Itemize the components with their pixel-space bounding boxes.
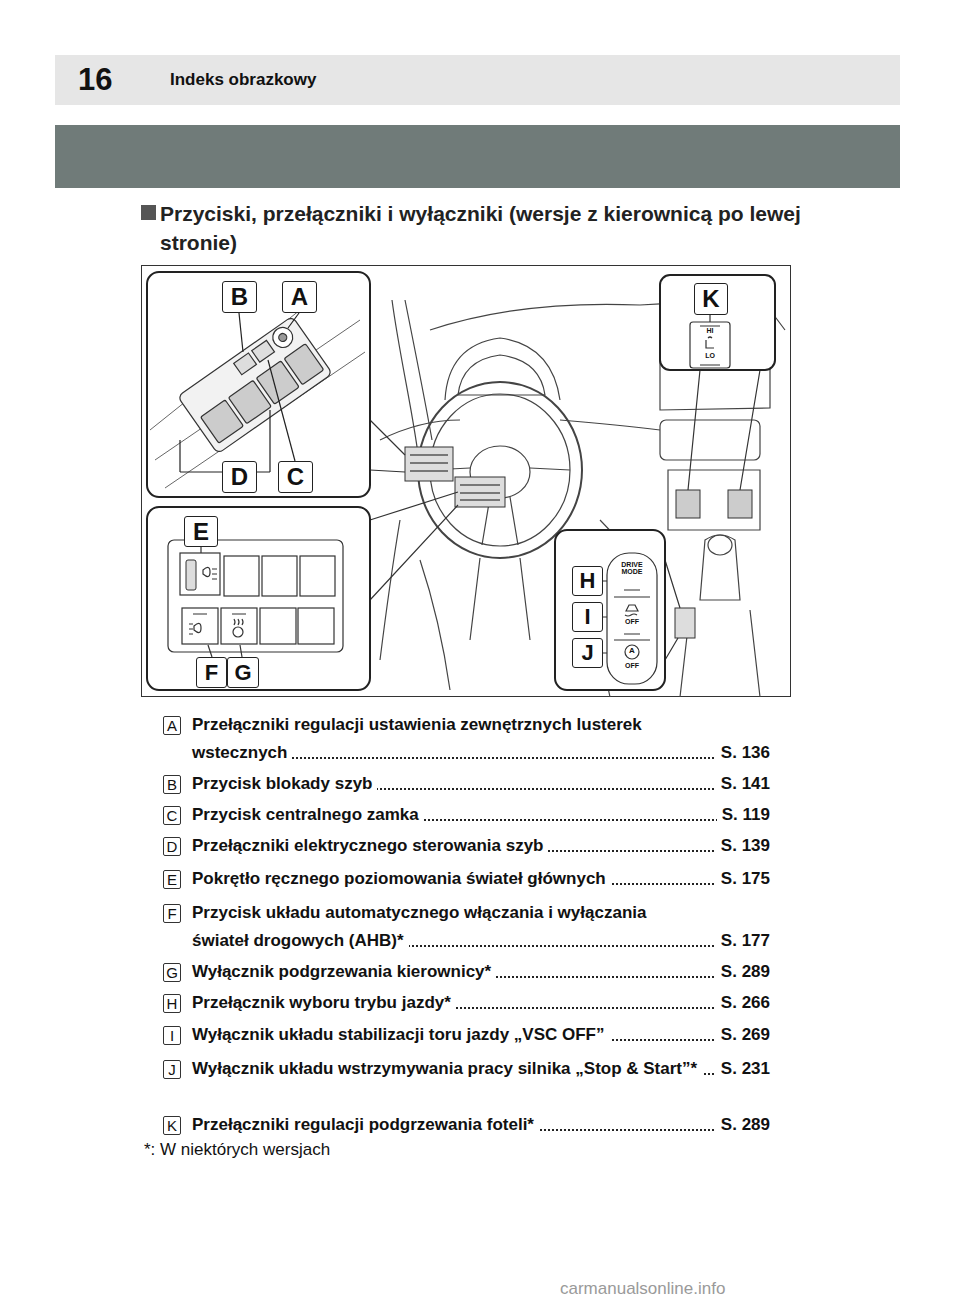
callout-letter: A bbox=[291, 285, 308, 309]
callout-letter: H bbox=[167, 996, 178, 1011]
callout-letter: G bbox=[234, 662, 251, 684]
callout-letter-box: A bbox=[282, 281, 317, 313]
callout-letter: K bbox=[702, 287, 719, 311]
callout-letter: K bbox=[167, 1118, 177, 1133]
list-letter-box: J bbox=[163, 1060, 181, 1079]
callout-letter: F bbox=[205, 662, 218, 684]
callout-letter: G bbox=[166, 965, 178, 980]
list-row: Przycisk układu automatycznego włączania… bbox=[192, 899, 770, 955]
callout-letter-box: K bbox=[694, 283, 728, 315]
button-text: OFF bbox=[625, 662, 639, 669]
callout-letter-box: I bbox=[572, 602, 603, 632]
page-reference: S. 119 bbox=[717, 801, 770, 829]
callout-letter: D bbox=[231, 465, 248, 489]
switch-text: HI bbox=[707, 327, 714, 334]
callout-letter: E bbox=[167, 872, 177, 887]
item-description: Przycisk centralnego zamka bbox=[192, 805, 424, 824]
running-header: Indeks obrazkowy bbox=[170, 71, 316, 89]
footnote: *: W niektórych wersjach bbox=[144, 1141, 330, 1159]
callout-letter: E bbox=[193, 520, 209, 544]
callout-letter: F bbox=[167, 906, 176, 921]
callout-letter-box: E bbox=[184, 516, 218, 547]
callout-letter: B bbox=[231, 285, 248, 309]
button-text: OFF bbox=[625, 618, 639, 625]
list-letter-box: C bbox=[163, 806, 181, 825]
section-title: Przyciski, przełączniki i wyłączniki (we… bbox=[160, 199, 820, 257]
page-reference: S. 289 bbox=[716, 1111, 770, 1139]
callout-letter: I bbox=[584, 606, 590, 628]
list-row: Przełączniki regulacji podgrzewania fote… bbox=[192, 1111, 770, 1139]
list-row: Przycisk blokady szyb S. 141 bbox=[192, 770, 770, 798]
callout-letter: C bbox=[167, 808, 178, 823]
page-reference: S. 136 bbox=[716, 739, 770, 767]
page-reference: S. 289 bbox=[716, 958, 770, 986]
callout-letter-box: D bbox=[222, 461, 257, 493]
item-description: Wyłącznik układu wstrzymywania pracy sil… bbox=[192, 1059, 702, 1078]
list-row: Wyłącznik układu stabilizacji toru jazdy… bbox=[192, 1021, 770, 1049]
list-letter-box: F bbox=[163, 904, 181, 923]
page-reference: S. 175 bbox=[716, 865, 770, 893]
callout-letter: C bbox=[287, 465, 304, 489]
list-row: Przycisk centralnego zamka S. 119 bbox=[192, 801, 770, 829]
list-letter-box: I bbox=[163, 1026, 181, 1045]
callout-letter-box: B bbox=[222, 281, 257, 313]
list-letter-box: K bbox=[163, 1116, 181, 1135]
callout-letter: D bbox=[167, 839, 178, 854]
callout-letter: J bbox=[581, 642, 593, 664]
callout-letter: B bbox=[167, 777, 177, 792]
callout-letter-box: F bbox=[196, 657, 227, 688]
switch-text: LO bbox=[705, 352, 715, 359]
callout-letter-box: H bbox=[572, 566, 603, 596]
list-letter-box: H bbox=[163, 994, 181, 1013]
list-letter-box: E bbox=[163, 870, 181, 889]
list-letter-box: B bbox=[163, 775, 181, 794]
item-description: Pokrętło ręcznego poziomowania świateł g… bbox=[192, 869, 611, 888]
button-text: DRIVE MODE bbox=[615, 561, 649, 576]
watermark: carmanualsonline.info bbox=[560, 1280, 725, 1298]
item-description: Wyłącznik podgrzewania kierownicy* bbox=[192, 962, 496, 981]
item-description: Przełączniki regulacji podgrzewania fote… bbox=[192, 1115, 539, 1134]
callout-letter-box: J bbox=[572, 638, 603, 668]
item-description: Przełączniki regulacji ustawienia zewnęt… bbox=[192, 715, 642, 762]
item-description: Przełącznik wyboru trybu jazdy* bbox=[192, 993, 456, 1012]
list-row: Przełączniki regulacji ustawienia zewnęt… bbox=[192, 711, 770, 767]
list-row: Przełączniki elektrycznego sterowania sz… bbox=[192, 832, 770, 860]
page-reference: S. 139 bbox=[716, 832, 770, 860]
callout-letter-box: C bbox=[278, 461, 313, 493]
page-reference: S. 266 bbox=[716, 989, 770, 1017]
list-row: Wyłącznik podgrzewania kierownicy* S. 289 bbox=[192, 958, 770, 986]
page-reference: S. 141 bbox=[716, 770, 770, 798]
item-description: Przycisk układu automatycznego włączania… bbox=[192, 903, 646, 950]
list-letter-box: A bbox=[163, 716, 181, 735]
list-row: Pokrętło ręcznego poziomowania świateł g… bbox=[192, 865, 770, 893]
callout-letter-box: G bbox=[227, 657, 259, 688]
page-reference: S. 177 bbox=[716, 927, 770, 955]
callout-letter: A bbox=[167, 718, 177, 733]
callout-letter: H bbox=[580, 570, 596, 592]
list-row: Wyłącznik układu wstrzymywania pracy sil… bbox=[192, 1055, 770, 1083]
item-description: Wyłącznik układu stabilizacji toru jazdy… bbox=[192, 1025, 610, 1044]
callout-letter: I bbox=[170, 1028, 174, 1043]
item-description: Przycisk blokady szyb bbox=[192, 774, 377, 793]
item-description: Przełączniki elektrycznego sterowania sz… bbox=[192, 836, 548, 855]
callout-letter: J bbox=[168, 1062, 176, 1077]
page-reference: S. 231 bbox=[716, 1055, 770, 1083]
list-letter-box: G bbox=[163, 963, 181, 982]
list-row: Przełącznik wyboru trybu jazdy* S. 266 bbox=[192, 989, 770, 1017]
page-number: 16 bbox=[78, 64, 112, 97]
page-reference: S. 269 bbox=[716, 1021, 770, 1049]
icon-letter: A bbox=[629, 647, 635, 655]
list-letter-box: D bbox=[163, 837, 181, 856]
